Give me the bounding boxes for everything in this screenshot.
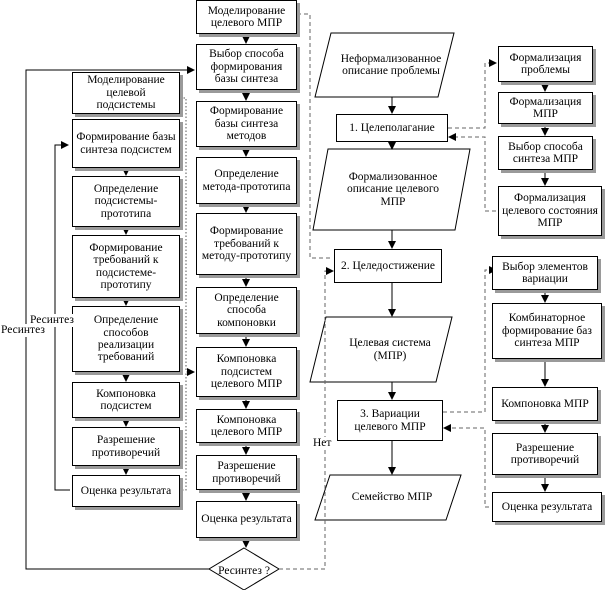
dashed-decision-to-variations	[279, 267, 334, 570]
left-requirements-box: Формирование требований к подсистеме-про…	[72, 235, 180, 298]
resynth-label-outer: Ресинтез	[1, 324, 45, 337]
variations-box: 3. Вариации целевого МПР	[337, 400, 443, 441]
decision-diamond	[208, 547, 280, 590]
dashed-mid-to-goal	[297, 13, 333, 259]
mid-prototype-box: Определение метода-прототипа	[196, 157, 297, 204]
target-system-text: Целевая система (МПР)	[349, 337, 431, 362]
rb-combinatorial-box: Комбинаторное формирование баз синтеза М…	[492, 303, 602, 359]
rt-method-choice-box: Выбор способа синтеза МПР	[498, 136, 593, 170]
mid-layout-target-box: Компоновка целевого МПР	[196, 409, 297, 443]
mid-requirements-box: Формирование требований к методу-прототи…	[196, 213, 297, 275]
mid-evaluate-box: Оценка результата	[196, 501, 297, 538]
family-text: Семейство МПР	[351, 491, 433, 504]
dashed-right-bottom-back	[443, 424, 496, 508]
mid-resolve-box: Разрешение противоречий	[196, 455, 297, 490]
dashed-goal-to-right-top	[448, 59, 497, 129]
mid-layout-method-box: Определение способа компоновки	[196, 287, 297, 334]
mid-layout-subsystems-box: Компоновка подсистем целевого МПР	[196, 347, 297, 397]
rb-elements-box: Выбор элементов вариации	[492, 256, 598, 290]
rb-layout-box: Компоновка МПР	[492, 387, 598, 421]
left-methods-box: Определение способов реализации требован…	[72, 306, 180, 372]
left-layout-box: Компоновка подсистем	[72, 382, 180, 418]
rt-problem-box: Формализация проблемы	[498, 46, 593, 82]
rt-mpr-box: Формализация МПР	[498, 92, 593, 124]
mid-choice-box: Выбор способа формирования базы синтеза	[196, 44, 297, 90]
family-shape	[314, 474, 462, 521]
rb-evaluate-box: Оценка результата	[492, 492, 602, 522]
decision-text: Ресинтез ?	[218, 564, 270, 577]
rt-target-state-box: Формализация целевого состояния МПР	[498, 186, 602, 236]
outer-resynth-loop	[25, 66, 209, 570]
formalized-text: Формализованное описание целевого МПР	[346, 170, 440, 208]
unformalized-shape	[314, 32, 455, 98]
formalized-shape	[312, 148, 471, 231]
mid-formation-box: Формирование базы синтеза методов	[196, 101, 297, 147]
rb-resolve-box: Разрешение противоречий	[492, 433, 598, 475]
dotted-left-top	[180, 97, 187, 372]
target-system-shape	[309, 316, 453, 383]
mid-modeling-box: Моделирование целевого МПР	[196, 0, 297, 34]
no-label: Нет	[313, 437, 332, 450]
left-resolve-box: Разрешение противоречий	[72, 427, 180, 466]
left-evaluate-box: Оценка результата	[72, 475, 180, 507]
goal-setting-box: 1. Целеполагание	[336, 114, 448, 142]
dotted-left-bottom	[182, 368, 195, 491]
left-modeling-box: Моделирование целевой подсистемы	[72, 72, 180, 114]
dashed-var-to-right-bottom	[443, 266, 497, 413]
resynth-label-left: Ресинтез	[30, 314, 74, 327]
left-prototype-box: Определение подсистемы-прототипа	[72, 176, 180, 227]
left-formation-box: Формирование базы синтеза подсистем	[72, 119, 180, 168]
unformalized-text: Неформализованное описание проблемы	[340, 52, 442, 77]
goal-achieving-box: 2. Целедостижение	[334, 249, 442, 283]
